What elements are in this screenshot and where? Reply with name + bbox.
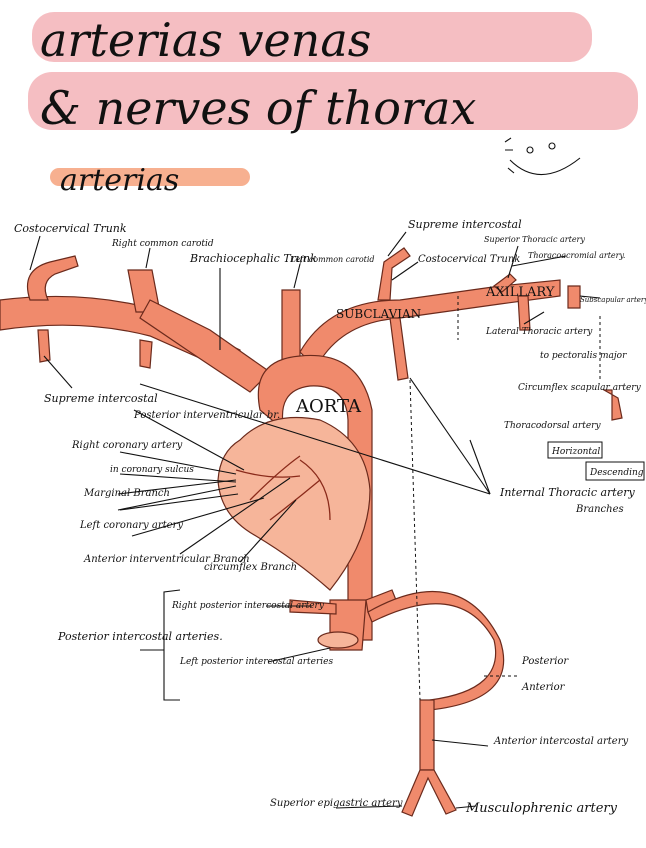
label-branches: Branches (575, 504, 624, 515)
brachiocephalic-vessel (140, 300, 270, 392)
vessel-branch-down-2 (518, 296, 530, 330)
label-circumflex-branch: circumflex Branch (204, 562, 297, 573)
label-subscapular-artery: Subscapular artery (580, 296, 646, 304)
label-circumflex-scapular-artery: Circumflex scapular artery (518, 383, 642, 393)
label-anterior-intercostal-artery: Anterior intercostal artery (493, 736, 628, 747)
label-right-posterior-intercostal: Right posterior intercostal artery (171, 601, 325, 611)
vessel-branch-down-1 (390, 318, 408, 380)
label-subclavian: SUBCLAVIAN (336, 307, 421, 321)
label-superior-thoracic-artery: Superior Thoracic artery (484, 235, 585, 244)
label-aorta: AORTA (295, 396, 362, 417)
subscapular-vessel (568, 286, 580, 308)
section-heading: arterias (50, 163, 250, 198)
branch-left-1 (140, 340, 152, 368)
supreme-intercostal-left-vessel (38, 330, 50, 362)
costocervical-loop-left (28, 256, 79, 300)
label-superior-epigastric-artery: Superior epigastric artery (270, 798, 403, 809)
title-block: arterias venas & nerves of thorax (28, 12, 638, 135)
internal-thoracic-lower-vessel (420, 700, 434, 770)
label-axillary: AXILLARY (485, 285, 555, 300)
label-to-pectoralis-major: to pectoralis major (540, 351, 627, 361)
label-posterior-intercostal-arteries: Posterior intercostal arteries. (57, 630, 223, 643)
label-supreme-intercostal-left: Supreme intercostal (44, 392, 158, 405)
label-anterior: Anterior (521, 682, 566, 693)
label-horizontal: Horizontal (551, 447, 600, 457)
costocervical-right-vessel (378, 248, 410, 300)
doodle-face-icon (505, 138, 580, 175)
label-right-common-carotid: Right common carotid (111, 239, 214, 249)
label-supreme-intercostal-top: Supreme intercostal (408, 218, 522, 231)
label-left-posterior-intercostal: Left posterior intercostal arteries (179, 657, 333, 667)
label-costocervical-trunk-left: Costocervical Trunk (14, 222, 127, 235)
title-line1: arterias venas (40, 13, 371, 67)
label-left-coronary-artery: Left coronary artery (79, 520, 183, 531)
title-line2: & nerves of thorax (40, 81, 476, 135)
thoracodorsal-vessel (604, 390, 622, 420)
label-lateral-thoracic-artery: Lateral Thoracic artery (485, 327, 593, 337)
label-thoracoacromial-artery: Thoracoacromial artery. (528, 251, 625, 260)
label-in-coronary-sulcus: in coronary sulcus (110, 465, 194, 475)
label-marginal-branch: Marginal Branch (83, 488, 170, 499)
label-musculophrenic-artery: Musculophrenic artery (465, 801, 618, 816)
intercostal-arc-vessel (368, 592, 504, 710)
label-thoracodorsal-artery: Thoracodorsal artery (504, 421, 601, 431)
section-heading-text: arterias (60, 163, 179, 198)
label-costocervical-trunk-right: Costocervical Trunk (418, 254, 520, 265)
label-internal-thoracic-artery: Internal Thoracic artery (499, 486, 635, 499)
musculophrenic-split-vessel (402, 770, 456, 816)
label-left-common-carotid: Left common carotid (289, 255, 375, 264)
label-right-coronary-artery: Right coronary artery (71, 440, 183, 451)
diaphragm-ring (318, 632, 358, 648)
label-descending: Descending (589, 468, 644, 478)
label-posterior-interventricular-br: Posterior interventricular br. (133, 410, 280, 421)
label-posterior: Posterior (521, 656, 569, 667)
